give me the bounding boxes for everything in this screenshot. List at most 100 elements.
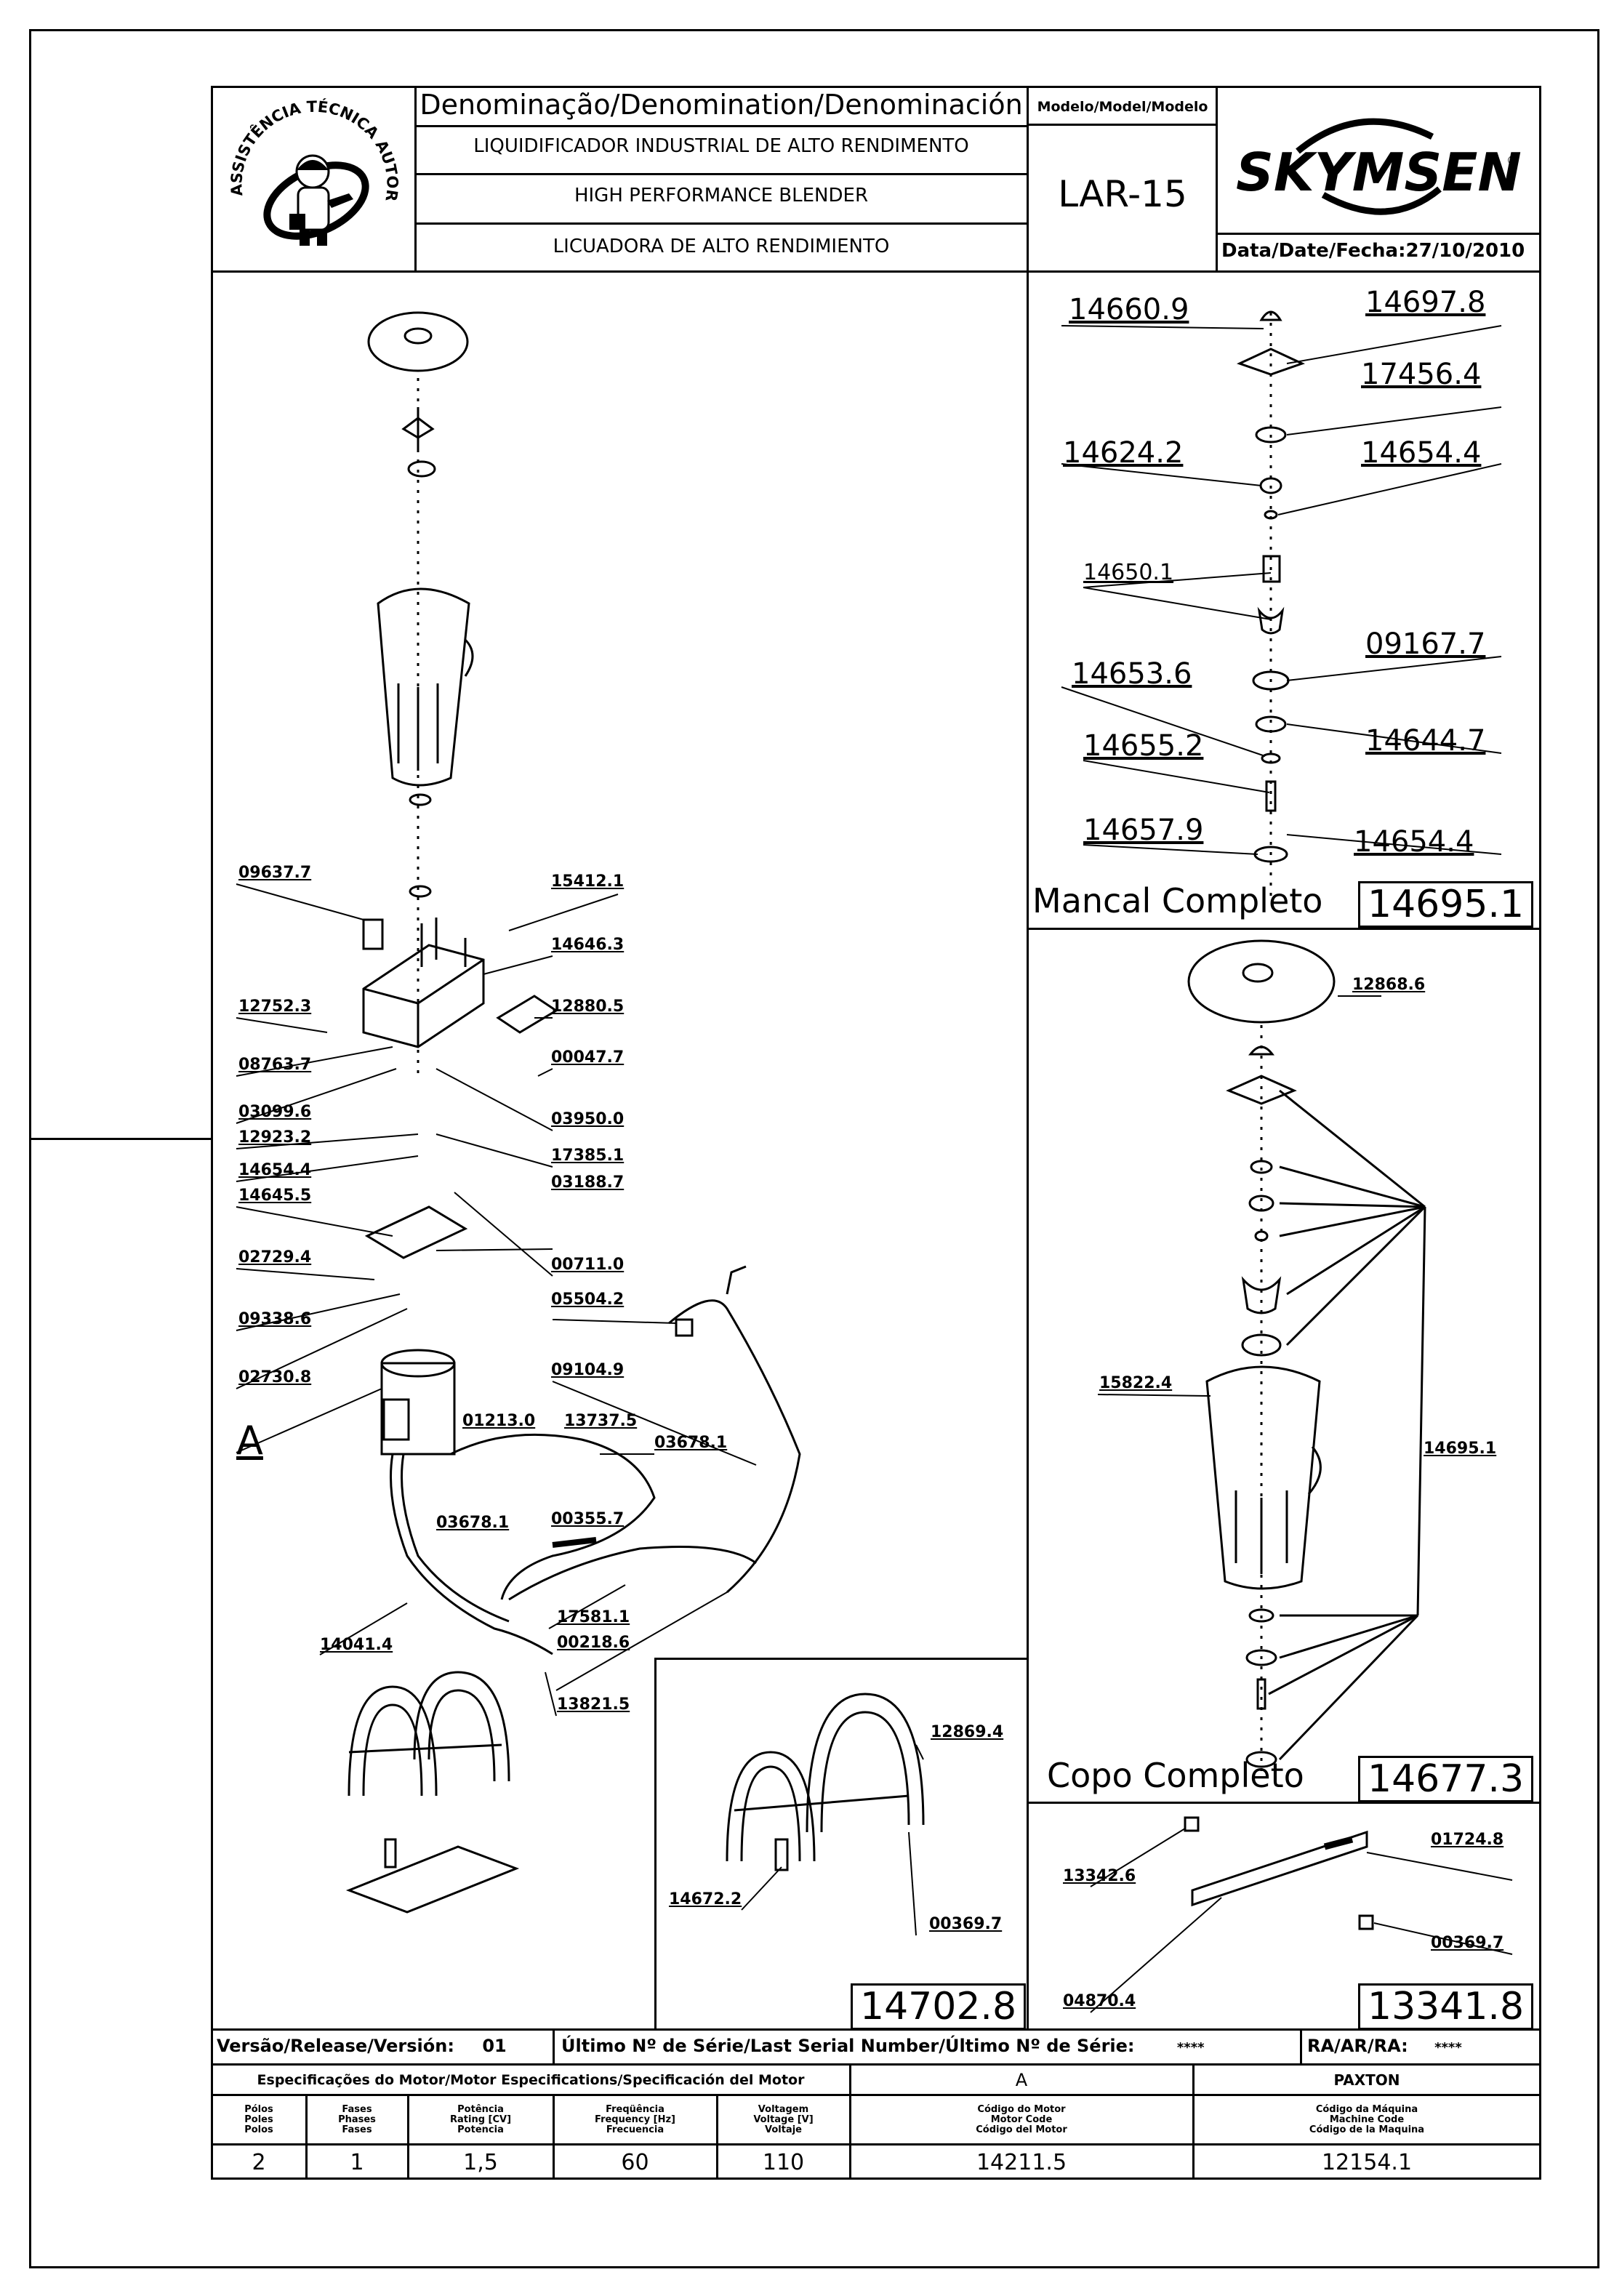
release-field: Versão/Release/Versión: 01 bbox=[217, 2036, 507, 2056]
spec-value-rating: 1,5 bbox=[463, 2149, 498, 2175]
header-rule-d bbox=[1027, 124, 1217, 126]
part-label: 14645.5 bbox=[238, 1187, 312, 1205]
spec-header-voltage: Voltagem Voltage [V] Voltaje bbox=[753, 2103, 814, 2135]
header-div-3 bbox=[1216, 86, 1218, 272]
release-label: Versão/Release/Versión: bbox=[217, 2036, 454, 2056]
footer-rule-3 bbox=[211, 2094, 1541, 2096]
part-label: 00355.7 bbox=[551, 1510, 625, 1528]
bracket-part-label: 13342.6 bbox=[1063, 1867, 1136, 1885]
spec-col-div bbox=[553, 2094, 555, 2180]
bearing-part-label: 14660.9 bbox=[1069, 293, 1189, 326]
header-div-2 bbox=[1027, 86, 1029, 272]
part-label: 02730.8 bbox=[238, 1368, 312, 1386]
spec-col-div bbox=[716, 2094, 718, 2180]
bracket-part-label: 04870.4 bbox=[1063, 1992, 1136, 2010]
bearing-part-label: 17456.4 bbox=[1361, 358, 1482, 391]
motor-callout-a: A bbox=[236, 1418, 263, 1464]
serial-field: Último Nº de Série/Last Serial Number/Úl… bbox=[561, 2036, 1205, 2056]
bearing-part-label: 14654.4 bbox=[1361, 436, 1482, 470]
bearing-bottom-rule bbox=[1027, 928, 1541, 930]
ra-field: RA/AR/RA: **** bbox=[1307, 2036, 1462, 2056]
part-label: 14654.4 bbox=[238, 1161, 312, 1179]
brand-logo: SKYMSEN ® bbox=[1221, 109, 1538, 225]
cup-part-label: 15822.4 bbox=[1099, 1374, 1173, 1392]
footer-rule-4 bbox=[211, 2143, 1541, 2146]
brand-text: SKYMSEN bbox=[1236, 142, 1522, 203]
header-div-1 bbox=[414, 86, 417, 272]
spec-value-phases: 1 bbox=[350, 2149, 364, 2175]
part-label: 15412.1 bbox=[551, 872, 625, 891]
bearing-part-label: 14655.2 bbox=[1083, 729, 1204, 763]
part-label: 09104.9 bbox=[551, 1361, 625, 1379]
part-label: 03950.0 bbox=[551, 1110, 625, 1128]
release-value: 01 bbox=[482, 2036, 507, 2056]
header-bottom-rule bbox=[211, 270, 1541, 273]
part-label: 17581.1 bbox=[557, 1608, 630, 1626]
spec-value-frequency: 60 bbox=[621, 2149, 649, 2175]
product-name-es: LICUADORA DE ALTO RENDIMIENTO bbox=[553, 236, 890, 257]
part-label: 03188.7 bbox=[551, 1173, 625, 1192]
header-rule-b bbox=[414, 173, 1029, 175]
part-label: 00218.6 bbox=[557, 1634, 630, 1652]
part-label: 13821.5 bbox=[557, 1695, 630, 1714]
spec-header-poles: Pólos Poles Polos bbox=[244, 2103, 273, 2135]
bearing-part-label: 14697.8 bbox=[1365, 286, 1486, 319]
registration-mark bbox=[29, 1138, 211, 1140]
svg-text:®: ® bbox=[1506, 153, 1518, 167]
authorized-service-seal: ASSISTÊNCIA TÉCNICA AUTORIZADA bbox=[218, 92, 409, 266]
part-label: 00711.0 bbox=[551, 1256, 625, 1274]
part-label: 12752.3 bbox=[238, 998, 312, 1016]
stand-top-rule bbox=[654, 1658, 1029, 1660]
bearing-part-label: 09167.7 bbox=[1365, 627, 1486, 661]
part-label: 05504.2 bbox=[551, 1291, 625, 1309]
right-column-divider bbox=[1027, 270, 1029, 2028]
cup-bottom-rule bbox=[1027, 1802, 1541, 1804]
stand-part-label: 12869.4 bbox=[931, 1723, 1004, 1741]
bearing-part-label: 14644.7 bbox=[1365, 724, 1486, 758]
stand-left-rule bbox=[654, 1658, 657, 2028]
bearing-part-label: 14650.1 bbox=[1083, 560, 1174, 585]
date-value: 27/10/2010 bbox=[1405, 240, 1525, 262]
footer-top-rule bbox=[211, 2028, 1541, 2031]
ra-label: RA/AR/RA: bbox=[1307, 2036, 1408, 2056]
part-label: 14041.4 bbox=[320, 1636, 393, 1654]
serial-value: **** bbox=[1176, 2040, 1205, 2055]
spec-header-motor-code: Código do Motor Motor Code Código del Mo… bbox=[976, 2103, 1067, 2135]
cup-caption: Copo Completo bbox=[1047, 1756, 1304, 1795]
part-label: 03099.6 bbox=[238, 1103, 312, 1121]
part-label: 02729.4 bbox=[238, 1248, 312, 1267]
part-label: 14646.3 bbox=[551, 936, 625, 954]
bearing-part-label: 14624.2 bbox=[1063, 436, 1184, 470]
spec-value-voltage: 110 bbox=[762, 2149, 805, 2175]
motor-spec-col-paxton: PAXTON bbox=[1333, 2071, 1400, 2089]
header-rule-e bbox=[1216, 233, 1541, 235]
denomination-title: Denominação/Denomination/Denominación bbox=[419, 89, 1023, 121]
product-name-pt: LIQUIDIFICADOR INDUSTRIAL DE ALTO RENDIM… bbox=[473, 135, 969, 157]
cup-assembly-code: 14677.3 bbox=[1358, 1756, 1534, 1802]
spec-col-div bbox=[305, 2094, 308, 2180]
bearing-assembly-code: 14695.1 bbox=[1358, 881, 1534, 928]
bracket-part-label: 00369.7 bbox=[1431, 1934, 1504, 1952]
bearing-part-label: 14654.4 bbox=[1354, 825, 1474, 859]
spec-div-paxton bbox=[1192, 2063, 1195, 2180]
part-label: 03678.1 bbox=[654, 1434, 728, 1452]
bearing-part-label: 14653.6 bbox=[1072, 657, 1192, 691]
bearing-caption: Mancal Completo bbox=[1032, 881, 1323, 920]
part-label: 17385.1 bbox=[551, 1147, 625, 1165]
spec-div-title bbox=[849, 2063, 851, 2180]
spec-header-phases: Fases Phases Fases bbox=[338, 2103, 376, 2135]
cup-part-label: 12868.6 bbox=[1352, 976, 1426, 994]
header-rule-c bbox=[414, 222, 1029, 225]
page-border bbox=[29, 29, 1599, 2268]
release-div-2 bbox=[1300, 2028, 1302, 2065]
serial-label: Último Nº de Série/Last Serial Number/Úl… bbox=[561, 2036, 1135, 2056]
model-value: LAR-15 bbox=[1058, 173, 1187, 215]
motor-spec-col-a: A bbox=[1015, 2070, 1028, 2090]
model-label: Modelo/Model/Modelo bbox=[1037, 99, 1208, 115]
part-label: 00047.7 bbox=[551, 1048, 625, 1067]
stand-assembly-code: 14702.8 bbox=[851, 1983, 1027, 2030]
bracket-assembly-code: 13341.8 bbox=[1358, 1983, 1534, 2030]
part-label: 12880.5 bbox=[551, 998, 625, 1016]
date-label: Data/Date/Fecha: bbox=[1221, 240, 1406, 262]
motor-spec-title: Especificações do Motor/Motor Especifica… bbox=[257, 2072, 805, 2088]
